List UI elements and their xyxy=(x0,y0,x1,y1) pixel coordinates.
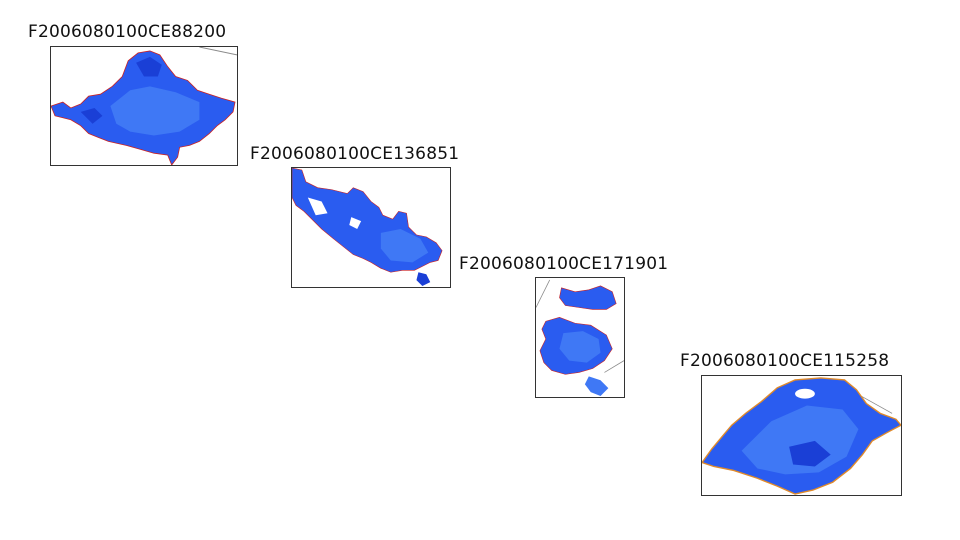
panel-3-label: F2006080100CE171901 xyxy=(459,254,669,274)
map-thumbnail-icon xyxy=(292,168,443,287)
panel-4-map[interactable] xyxy=(701,375,902,496)
panel-2-map[interactable] xyxy=(291,167,451,288)
panel-1-map[interactable] xyxy=(50,46,238,166)
panel-4-label: F2006080100CE115258 xyxy=(680,351,890,371)
panel-1-label: F2006080100CE88200 xyxy=(28,22,227,42)
panel-2-label: F2006080100CE136851 xyxy=(250,144,460,164)
map-thumbnail-icon xyxy=(702,377,901,495)
map-thumbnail-icon xyxy=(51,47,237,165)
map-thumbnail-icon xyxy=(536,279,624,397)
panel-3-map[interactable] xyxy=(535,277,625,398)
